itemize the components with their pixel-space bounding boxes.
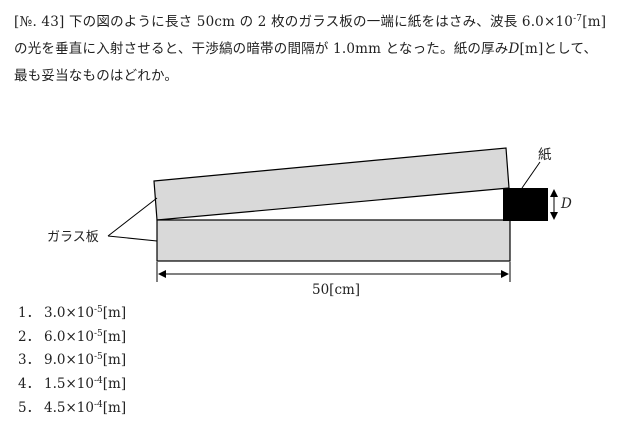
question-text: の光を垂直に入射させると、干渉縞の暗帯の間隔が 1.0mm となった。紙の厚み (14, 41, 509, 57)
glass-leader-line-top (107, 197, 158, 237)
option-number: 2． (18, 329, 41, 345)
option-number: 3． (18, 352, 41, 368)
question-text: [m]として、 (519, 41, 598, 57)
exponent: -5 (93, 329, 103, 339)
unit: [m] (102, 400, 127, 416)
unit: [m] (102, 376, 127, 392)
variable-d: D (508, 41, 520, 57)
option-value: 4.5×10 (44, 400, 94, 416)
option-value: 1.5×10 (44, 376, 94, 392)
option-number: 1． (18, 305, 41, 321)
paper-label: 紙 (538, 147, 552, 163)
thickness-label: D (561, 196, 572, 212)
exponent: -4 (93, 376, 103, 386)
option-2[interactable]: 2．6.0×10-5[m] (18, 325, 126, 345)
top-glass-plate (153, 147, 510, 221)
glass-plate-label: ガラス板 (47, 230, 99, 245)
exponent: -5 (93, 305, 103, 315)
length-label: 50[cm] (312, 282, 361, 298)
exponent: -4 (93, 400, 103, 410)
glass-leader-line-bottom (107, 235, 158, 242)
unit: [m] (102, 329, 127, 345)
question-line-1: [№. 43] 下の図のように長さ 50cm の 2 枚のガラス板の一端に紙をは… (14, 10, 606, 30)
option-value: 3.0×10 (44, 305, 94, 321)
option-value: 6.0×10 (44, 329, 94, 345)
paper-leader-line (521, 161, 541, 189)
unit: [m] (582, 14, 607, 30)
question-text: 下の図のように長さ 50cm の 2 枚のガラス板の一端に紙をはさみ、波長 6.… (68, 14, 574, 30)
option-4[interactable]: 4．1.5×10-4[m] (18, 372, 126, 392)
question-line-3: 最も妥当なものはどれか。 (14, 68, 179, 84)
bottom-glass-plate (156, 219, 511, 262)
option-5[interactable]: 5．4.5×10-4[m] (18, 396, 126, 416)
paper (503, 188, 548, 221)
option-3[interactable]: 3．9.0×10-5[m] (18, 348, 126, 368)
unit: [m] (102, 305, 127, 321)
option-number: 5． (18, 400, 41, 416)
question-number: [№. 43] (14, 14, 65, 30)
option-value: 9.0×10 (44, 352, 94, 368)
exponent: -5 (93, 352, 103, 362)
unit: [m] (102, 352, 127, 368)
question-line-2: の光を垂直に入射させると、干渉縞の暗帯の間隔が 1.0mm となった。紙の厚みD… (14, 37, 597, 57)
exponent: -7 (573, 14, 583, 24)
option-number: 4． (18, 376, 41, 392)
option-1[interactable]: 1．3.0×10-5[m] (18, 301, 126, 321)
